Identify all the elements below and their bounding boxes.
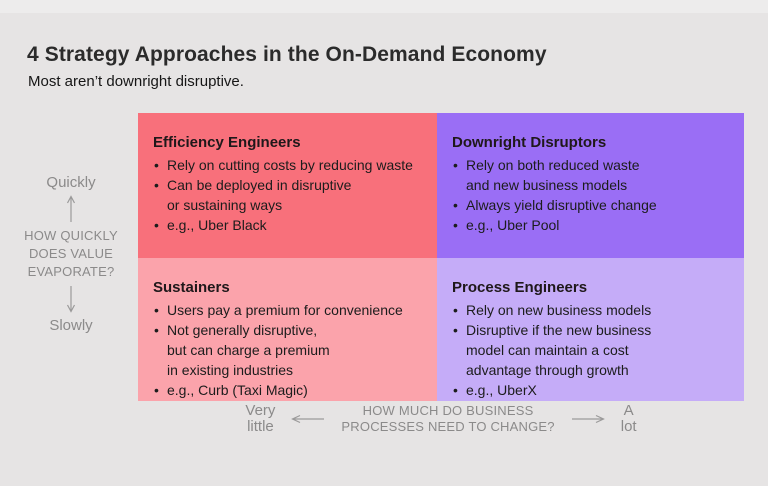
bullet-item: •e.g., Uber Black xyxy=(154,217,267,233)
bullet-icon: • xyxy=(453,322,458,338)
bullet-icon: • xyxy=(453,197,458,213)
top-strip xyxy=(0,0,768,13)
bullet-item: •e.g., Curb (Taxi Magic) xyxy=(154,382,308,398)
quadrant-title: Sustainers xyxy=(153,279,230,296)
bullet-item: •e.g., UberX xyxy=(453,382,537,398)
bullet-icon: • xyxy=(154,217,159,233)
x-axis-left-label: Very little xyxy=(245,402,276,435)
bullet-item: •e.g., Uber Pool xyxy=(453,217,560,233)
quadrant-bullet-list: •Rely on both reduced waste and new busi… xyxy=(452,155,732,235)
bullet-item: •Rely on both reduced waste and new busi… xyxy=(453,157,640,193)
arrow-down-icon xyxy=(66,286,76,313)
arrow-up-icon xyxy=(66,195,76,222)
bullet-icon: • xyxy=(154,322,159,338)
bullet-icon: • xyxy=(154,302,159,318)
bullet-item: •Disruptive if the new business model ca… xyxy=(453,322,652,378)
bullet-item: •Can be deployed in disruptive or sustai… xyxy=(154,177,352,213)
quadrant-title: Downright Disruptors xyxy=(452,134,607,151)
bullet-icon: • xyxy=(453,302,458,318)
y-axis-bottom-label: Slowly xyxy=(49,317,93,334)
bullet-icon: • xyxy=(154,382,159,398)
bullet-item: •Rely on cutting costs by reducing waste xyxy=(154,157,413,173)
quadrant-efficiency-engineers: Efficiency Engineers •Rely on cutting co… xyxy=(138,113,437,258)
bullet-icon: • xyxy=(154,157,159,173)
quadrant-title: Process Engineers xyxy=(452,279,588,296)
x-axis-right-label: A lot xyxy=(620,402,637,435)
quadrant-bullet-list: •Rely on new business models •Disruptive… xyxy=(452,300,732,400)
bullet-icon: • xyxy=(453,217,458,233)
bullet-icon: • xyxy=(453,157,458,173)
bullet-icon: • xyxy=(453,382,458,398)
x-axis: Very little HOW MUCH DO BUSINESS PROCESS… xyxy=(138,403,744,435)
strategy-matrix: Efficiency Engineers •Rely on cutting co… xyxy=(138,113,744,401)
bullet-item: •Always yield disruptive change xyxy=(453,197,657,213)
y-axis: Quickly HOW QUICKLY DOES VALUE EVAPORATE… xyxy=(6,174,136,334)
x-axis-question: HOW MUCH DO BUSINESS PROCESSES NEED TO C… xyxy=(341,403,555,434)
quadrant-title: Efficiency Engineers xyxy=(153,134,301,151)
page-title: 4 Strategy Approaches in the On-Demand E… xyxy=(27,43,547,66)
bullet-icon: • xyxy=(154,177,159,193)
page-subtitle: Most aren’t downright disruptive. xyxy=(28,73,244,90)
arrow-right-icon xyxy=(571,414,605,424)
quadrant-sustainers: Sustainers •Users pay a premium for conv… xyxy=(138,258,437,401)
bullet-item: •Users pay a premium for convenience xyxy=(154,302,403,318)
bullet-item: •Not generally disruptive, but can charg… xyxy=(154,322,330,378)
y-axis-top-label: Quickly xyxy=(46,174,96,191)
quadrant-bullet-list: •Users pay a premium for convenience •No… xyxy=(153,300,425,400)
quadrant-downright-disruptors: Downright Disruptors •Rely on both reduc… xyxy=(437,113,744,258)
quadrant-bullet-list: •Rely on cutting costs by reducing waste… xyxy=(153,155,425,235)
y-axis-question: HOW QUICKLY DOES VALUE EVAPORATE? xyxy=(24,228,118,279)
arrow-left-icon xyxy=(291,414,325,424)
bullet-item: •Rely on new business models xyxy=(453,302,652,318)
quadrant-process-engineers: Process Engineers •Rely on new business … xyxy=(437,258,744,401)
